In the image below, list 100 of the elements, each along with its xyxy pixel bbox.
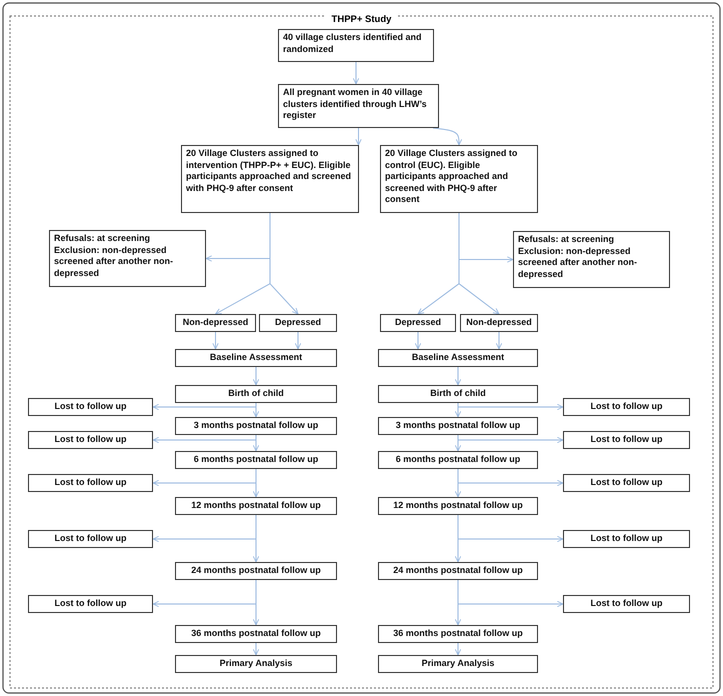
process-box <box>380 145 538 213</box>
arrow <box>454 580 462 626</box>
box-text: Birth of child <box>430 388 486 400</box>
arrow <box>152 402 256 410</box>
arrow <box>454 468 462 498</box>
step-box <box>563 595 690 613</box>
arrow <box>458 434 564 444</box>
step-box <box>259 314 337 332</box>
step-box <box>378 417 538 435</box>
step-box <box>175 451 337 469</box>
box-text: Non-depressed <box>182 317 248 329</box>
box-text: Lost to follow up <box>54 533 126 545</box>
box-text: Lost to follow up <box>54 598 126 610</box>
box-text: Lost to follow up <box>590 477 662 489</box>
box-text: Birth of child <box>228 388 284 400</box>
box-text: Lost to follow up <box>54 477 126 489</box>
box-text: 36 months postnatal follow up <box>191 628 321 640</box>
step-box <box>175 349 337 367</box>
step-box <box>175 385 337 403</box>
process-box <box>513 231 670 288</box>
box-text: Primary Analysis <box>220 658 292 670</box>
arrow <box>252 434 260 452</box>
arrow <box>454 514 462 562</box>
box-text: Non-depressed <box>466 317 532 329</box>
step-box <box>175 314 256 332</box>
step-box <box>380 314 456 332</box>
box-text: 3 months postnatal follow up <box>396 420 520 432</box>
arrow <box>414 332 422 350</box>
step-box <box>28 431 153 449</box>
arrow <box>152 434 256 444</box>
step-box <box>28 398 153 416</box>
arrow <box>212 332 219 350</box>
arrow <box>355 128 362 146</box>
box-text: Exclusion: non-depressed screened after another non-depressed <box>54 244 174 280</box>
arrow <box>458 212 500 314</box>
box-text: Lost to follow up <box>590 434 662 446</box>
arrow <box>252 402 260 418</box>
box-text: Refusals: at screening <box>518 234 616 246</box>
box-text: Lost to follow up <box>54 434 126 446</box>
box-text: Exclusion: non-depressed screened after another non-depressed <box>518 246 638 280</box>
step-box <box>378 451 538 469</box>
step-box <box>28 474 153 492</box>
box-text: 20 Village Clusters assigned to control (EUC). Eligible participants approached and screened with PHQ-9 after consent <box>385 148 518 206</box>
box-text: Primary Analysis <box>422 658 494 670</box>
box-text: 6 months postnatal follow up <box>194 454 318 466</box>
box-text: 24 months postnatal follow up <box>393 565 523 577</box>
box-text: Lost to follow up <box>590 401 662 413</box>
step-box <box>563 398 690 416</box>
step-box <box>175 655 337 673</box>
step-box <box>175 417 337 435</box>
box-text: All pregnant women in 40 village clusters identified through LHW’s register <box>283 87 428 122</box>
box-text: 40 village clusters identified and randomized <box>283 32 423 56</box>
step-box <box>378 349 538 367</box>
process-box <box>278 84 439 128</box>
step-box <box>563 474 690 492</box>
arrow <box>252 580 260 626</box>
box-text: 20 Village Clusters assigned to intervention (THPP-P+ + EUC). Eligible participants approached and screened with PHQ-9 after consent <box>186 148 352 194</box>
step-box <box>28 595 153 613</box>
step-box <box>175 562 337 580</box>
box-text: 12 months postnatal follow up <box>191 500 321 512</box>
step-box <box>378 497 538 515</box>
box-text: Lost to follow up <box>590 533 662 545</box>
box-text: 6 months postnatal follow up <box>396 454 520 466</box>
step-box <box>378 625 538 643</box>
arrow <box>496 332 502 350</box>
box-text: Depressed <box>394 317 442 329</box>
box-text: 36 months postnatal follow up <box>393 628 523 640</box>
box-text: Baseline Assessment <box>210 352 302 364</box>
step-box <box>28 530 153 548</box>
box-text: Lost to follow up <box>54 401 126 413</box>
arrow <box>352 62 360 84</box>
step-box <box>563 530 690 548</box>
box-text: 3 months postnatal follow up <box>194 420 318 432</box>
arrow <box>270 212 298 314</box>
process-box <box>181 145 359 213</box>
arrow <box>454 434 462 452</box>
arrow <box>458 402 564 410</box>
process-box <box>278 29 434 62</box>
step-box <box>563 431 690 449</box>
arrow <box>454 366 462 386</box>
step-box <box>175 625 337 643</box>
arrow <box>294 332 302 350</box>
diagram-title: THPP+ Study <box>326 14 398 25</box>
arrow <box>252 366 260 386</box>
arrow <box>432 128 462 146</box>
arrow <box>252 642 260 656</box>
step-box <box>378 655 538 673</box>
arrow <box>252 468 260 498</box>
box-text: 12 months postnatal follow up <box>393 500 523 512</box>
step-box <box>460 314 538 332</box>
arrow <box>454 642 462 656</box>
box-text: Refusals: at screening <box>54 233 152 245</box>
arrow <box>454 402 462 418</box>
box-text: Lost to follow up <box>590 598 662 610</box>
arrow <box>252 514 260 562</box>
step-box <box>378 385 538 403</box>
process-box <box>49 230 206 287</box>
box-text: Depressed <box>274 317 322 329</box>
box-text: Baseline Assessment <box>412 352 504 364</box>
step-box <box>175 497 337 515</box>
